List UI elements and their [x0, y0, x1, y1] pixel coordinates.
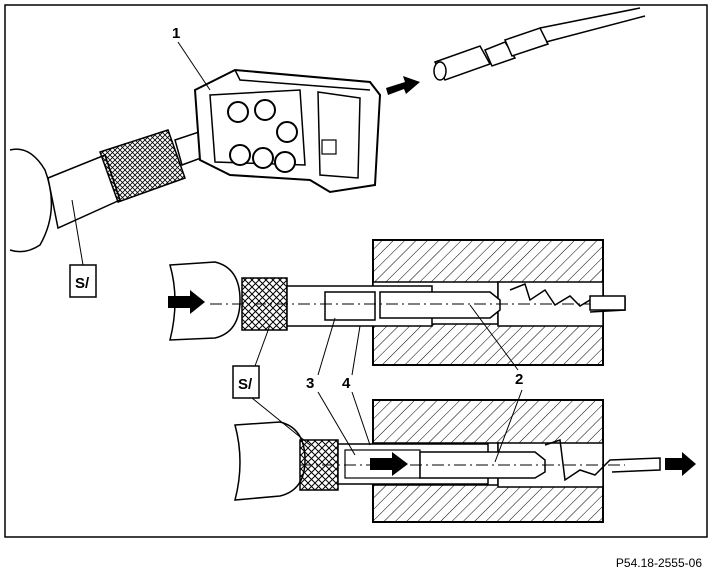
section-view-upper [168, 239, 626, 366]
callout-2: 2 [515, 371, 523, 388]
pin-cavities [227, 99, 298, 173]
callout-3: 3 [306, 375, 314, 392]
document-id: P54.18-2555-06 [615, 556, 702, 570]
tool-handle [9, 148, 53, 253]
tool-handle-lower [234, 421, 306, 501]
callout-4: 4 [342, 375, 351, 392]
push-arrow-upper [168, 290, 205, 314]
special-tool-symbol-top: S/ [69, 199, 97, 298]
special-tool-symbol-middle: S/ [232, 324, 311, 446]
push-arrow-lower [370, 452, 408, 476]
removal-arrow-top [386, 76, 420, 95]
knurled-sleeve-top [99, 129, 186, 203]
section-view-lower [234, 399, 696, 523]
callout-1: 1 [172, 25, 180, 42]
exit-arrow-lower [665, 452, 696, 476]
tool-symbol-label: S/ [75, 275, 90, 292]
top-illustration [9, 7, 646, 253]
tool-symbol-label: S/ [238, 376, 253, 393]
contact-pin-top [433, 7, 646, 81]
